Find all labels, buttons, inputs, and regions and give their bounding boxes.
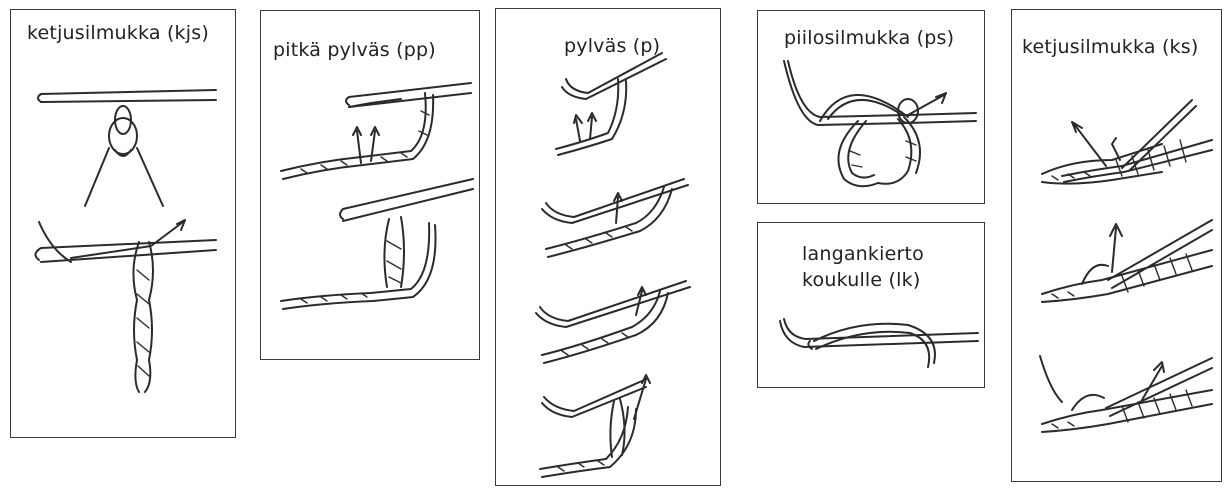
crochet-rows-illustration <box>1012 10 1223 483</box>
double-crochet-illustration <box>261 11 481 361</box>
slip-stitch-illustration <box>758 11 986 205</box>
single-crochet-illustration <box>496 9 722 487</box>
panel-pylvas-p: pylväs (p) <box>495 8 721 486</box>
panel-langankierto-lk: langankierto koukulle (lk) <box>757 222 985 388</box>
panel-ketjusilmukka-ks: ketjusilmukka (ks) <box>1011 9 1222 482</box>
panel-piilosilmukka-ps: piilosilmukka (ps) <box>757 10 985 204</box>
panel-pitka-pylvas-pp: pitkä pylväs (pp) <box>260 10 480 360</box>
yarn-over-illustration <box>758 223 986 389</box>
chain-stitch-illustration <box>11 10 237 439</box>
panel-ketjusilmukka-kjs: ketjusilmukka (kjs) <box>10 9 236 438</box>
